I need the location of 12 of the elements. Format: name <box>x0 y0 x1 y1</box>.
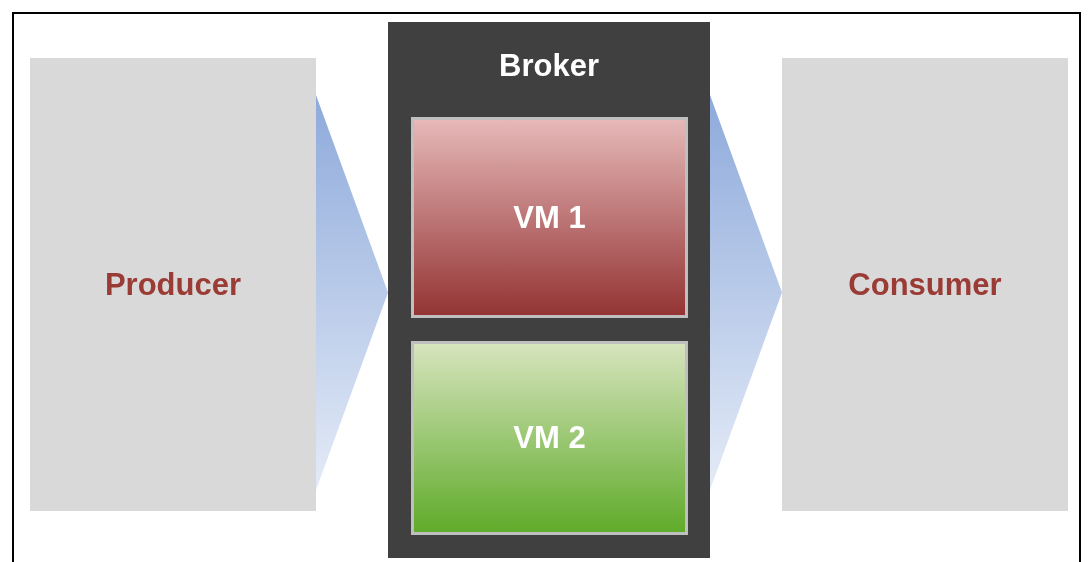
broker-panel <box>388 22 710 558</box>
producer-box <box>30 58 316 511</box>
node-label: VM 2 <box>513 420 586 456</box>
vm-box <box>411 341 688 535</box>
vm-box <box>411 117 688 318</box>
node-label: Consumer <box>848 266 1002 303</box>
flow-arrow <box>316 95 388 490</box>
node-label: Producer <box>104 266 242 303</box>
node-label: VM 1 <box>513 199 586 236</box>
consumer-box <box>782 58 1068 511</box>
node-label: Broker <box>499 48 599 84</box>
flow-arrow <box>710 95 782 490</box>
